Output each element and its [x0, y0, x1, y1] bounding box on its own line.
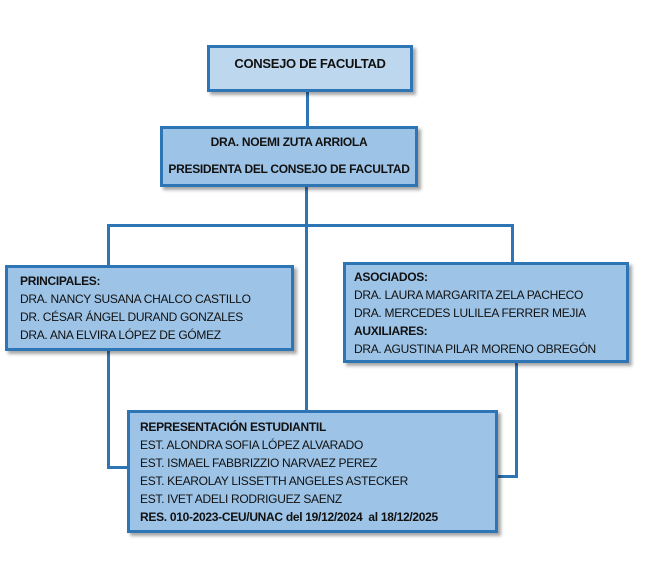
connector-horizontal-branch — [107, 224, 514, 227]
student-name: EST. ALONDRA SOFIA LÓPEZ ALVARADO — [140, 438, 364, 452]
student-name: EST. KEAROLAY LISSETTH ANGELES ASTECKER — [140, 474, 408, 488]
principales-heading: PRINCIPALES: — [20, 274, 101, 288]
students-heading: REPRESENTACIÓN ESTUDIANTIL — [140, 420, 326, 434]
member-name: DRA. NANCY SUSANA CHALCO CASTILLO — [20, 292, 251, 306]
connector-asociados-students — [496, 475, 518, 478]
asociados-heading: ASOCIADOS: — [354, 270, 428, 284]
member-name: DRA. LAURA MARGARITA ZELA PACHECO — [354, 288, 584, 302]
student-name: EST. ISMAEL FABBRIZZIO NARVAEZ PEREZ — [140, 456, 378, 470]
connector-to-asociados — [511, 224, 514, 263]
council-title: CONSEJO DE FACULTAD — [234, 56, 386, 71]
member-name: DR. CÉSAR ÁNGEL DURAND GONZALES — [20, 310, 243, 324]
president-name: DRA. NOEMI ZUTA ARRIOLA — [210, 135, 368, 149]
student-name: EST. IVET ADELI RODRIGUEZ SAENZ — [140, 492, 342, 506]
connector-principales-down — [107, 350, 110, 469]
connector-president-students — [305, 187, 308, 411]
connector-asociados-down — [515, 362, 518, 478]
member-name: DRA. MERCEDES LULILEA FERRER MEJIA — [354, 306, 586, 320]
auxiliares-heading: AUXILIARES: — [354, 324, 428, 338]
connector-to-principales — [107, 224, 110, 266]
president-role: PRESIDENTA DEL CONSEJO DE FACULTAD — [168, 162, 410, 176]
president-box: DRA. NOEMI ZUTA ARRIOLA PRESIDENTA DEL C… — [160, 126, 418, 187]
member-name: DRA. ANA ELVIRA LÓPEZ DE GÓMEZ — [20, 328, 221, 342]
principales-box: PRINCIPALES: DRA. NANCY SUSANA CHALCO CA… — [5, 265, 294, 351]
connector-council-president — [306, 92, 309, 127]
connector-principales-students — [107, 466, 128, 469]
member-name: DRA. AGUSTINA PILAR MORENO OBREGÓN — [354, 342, 596, 356]
resolution-text: RES. 010-2023-CEU/UNAC del 19/12/2024 al… — [140, 510, 438, 524]
asociados-box: ASOCIADOS: DRA. LAURA MARGARITA ZELA PAC… — [343, 262, 629, 363]
council-box: CONSEJO DE FACULTAD — [207, 45, 413, 92]
students-box: REPRESENTACIÓN ESTUDIANTIL EST. ALONDRA … — [127, 410, 498, 533]
